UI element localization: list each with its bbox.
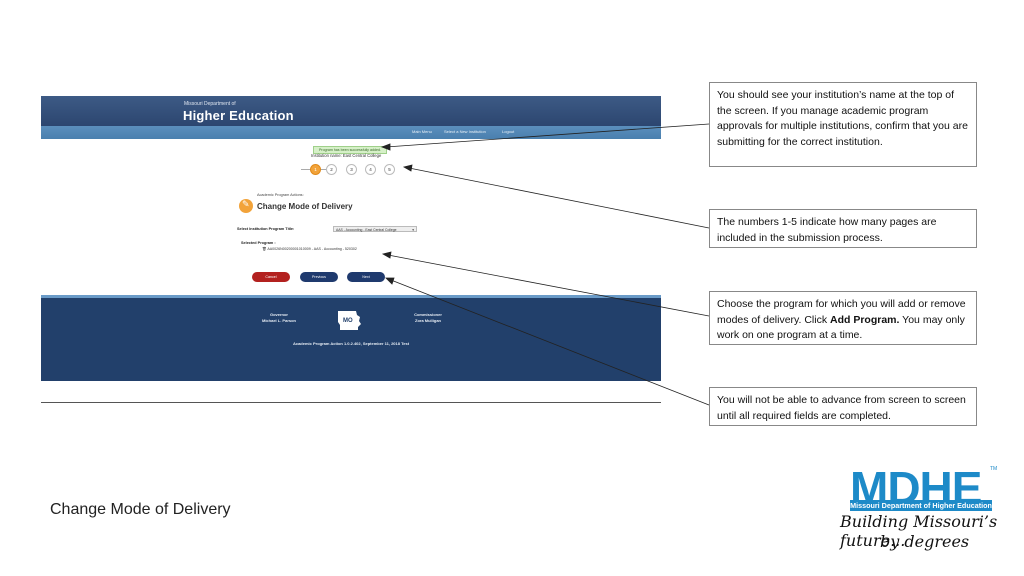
connector-1 (385, 123, 710, 148)
step-connector (301, 169, 311, 170)
section-label: Academic Program Actions: (257, 193, 304, 197)
callout-3-text-end: You may only work on one program at a ti… (717, 313, 965, 342)
program-select[interactable]: AAS - Accounting - East Central College … (333, 226, 417, 232)
nav-select-institution[interactable]: Select a New Institution (444, 129, 486, 134)
connector-4 (390, 279, 710, 406)
page-title: Change Mode of Delivery (257, 202, 353, 211)
previous-button[interactable]: Previous (300, 272, 338, 282)
success-message: Program has been successfully added. (313, 146, 387, 154)
commissioner-title: Commissioner (414, 312, 442, 317)
logo-bar (850, 500, 992, 511)
governor-name: Michael L. Parson (261, 318, 296, 323)
missouri-state-icon: MO (338, 311, 361, 330)
logo-tagline-1: Building Missouri’s future... (840, 512, 998, 550)
app-footer: Governor Michael L. Parson MO Commission… (41, 295, 661, 381)
step-4[interactable]: 4 (365, 164, 376, 175)
program-select-value: AAS - Accounting - East Central College (336, 228, 397, 232)
step-1[interactable]: 1 (310, 164, 321, 175)
institution-name: Institution name: East Central College (311, 153, 382, 158)
nav-main-menu[interactable]: Main Menu (412, 129, 432, 134)
logo-tagline-2: by degrees (880, 532, 970, 551)
app-nav: Main Menu Select a New Institution Logou… (41, 126, 661, 139)
brand-title: Higher Education (183, 108, 294, 123)
logo-tm: TM (990, 466, 998, 472)
callout-steps: The numbers 1-5 indicate how many pages … (709, 209, 977, 248)
app-header: Missouri Department of Higher Education (41, 96, 661, 126)
connector-3 (387, 254, 710, 317)
step-3[interactable]: 3 (346, 164, 357, 175)
callout-3-bold: Add Program. (830, 313, 900, 326)
nav-logout[interactable]: Logout (502, 129, 515, 134)
trash-icon[interactable]: 🗑 (262, 247, 267, 251)
next-button[interactable]: Next (347, 272, 385, 282)
step-5[interactable]: 5 (384, 164, 395, 175)
cancel-button[interactable]: Cancel (252, 272, 290, 282)
select-program-label: Select Institution Program Title: (237, 227, 295, 231)
selected-program-label: Selected Program : (241, 241, 276, 245)
step-2[interactable]: 2 (326, 164, 337, 175)
version-line: Academic Program Action 1.0.2.402, Septe… (292, 341, 410, 346)
logo-subtitle: Missouri Department of Higher Education (850, 501, 992, 510)
arrowhead-2 (402, 164, 413, 172)
commissioner-name: Zora Mulligan (415, 318, 441, 323)
callout-institution: You should see your institution’s name a… (709, 82, 977, 167)
divider (41, 402, 661, 403)
arrowhead-1 (380, 143, 391, 151)
callout-3-text: Choose the program for which you will ad… (717, 298, 966, 326)
org-line: Missouri Department of (184, 101, 236, 107)
callout-required-fields: You will not be able to advance from scr… (709, 387, 977, 426)
arrowhead-4 (385, 277, 395, 285)
governor-title: Governor (269, 312, 288, 317)
callout-choose-program: Choose the program for which you will ad… (709, 291, 977, 345)
mo-label: MO (343, 318, 353, 324)
step-connector (320, 169, 326, 170)
selected-program-row: 🗑 AA0026N00200001010009 - AAS - Accounti… (262, 247, 357, 251)
chevron-down-icon: ▾ (412, 228, 414, 232)
edit-icon (239, 199, 253, 213)
app-screenshot: Missouri Department of Higher Education … (41, 96, 661, 381)
arrowhead-3 (381, 251, 392, 259)
slide-caption: Change Mode of Delivery (50, 501, 231, 518)
selected-program-text: AA0026N00200001010009 - AAS - Accounting… (267, 247, 357, 251)
connector-2 (408, 167, 710, 229)
